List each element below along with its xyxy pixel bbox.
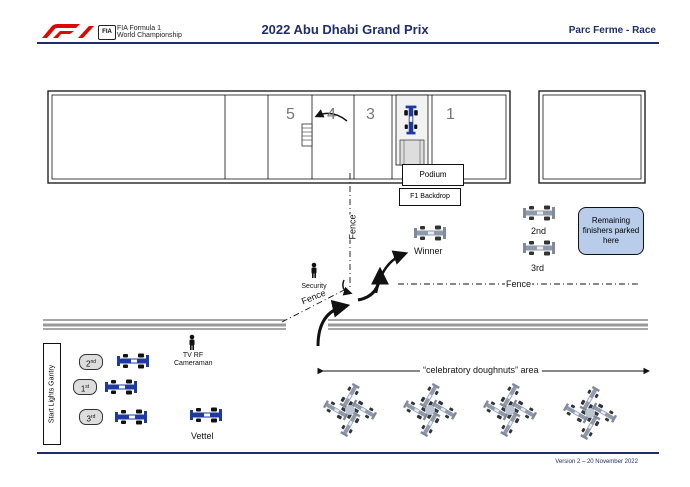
footer-divider bbox=[37, 452, 659, 454]
track-edges bbox=[43, 319, 648, 330]
cameraman-person-icon bbox=[189, 334, 195, 350]
zone3-arrow-icon bbox=[314, 109, 348, 122]
remaining-finishers-box: Remaining finishers parked here bbox=[578, 207, 644, 255]
f1-logo: FIA FIA Formula 1 World Championship bbox=[40, 23, 200, 41]
start-lights-gantry-label: Start Lights Gantry bbox=[48, 364, 56, 424]
security-arrow-icon bbox=[342, 279, 353, 296]
zone-label-3: 3 bbox=[366, 106, 375, 123]
second-car-icon bbox=[523, 205, 555, 221]
podium-box: Podium bbox=[402, 164, 464, 186]
third-car-icon bbox=[523, 240, 555, 256]
winner-label: Winner bbox=[414, 246, 443, 256]
fence-horizontal-label: Fence bbox=[505, 279, 533, 289]
f1-logo-icon bbox=[42, 24, 94, 38]
start-lights-gantry: Start Lights Gantry bbox=[43, 343, 61, 445]
doughnut-cluster-4-icon bbox=[562, 385, 618, 441]
zone-label-4: 4 bbox=[327, 106, 336, 123]
header-divider bbox=[37, 42, 659, 44]
section-label: Parc Ferme - Race bbox=[568, 25, 656, 36]
grid-position-2nd-badge: 2nd bbox=[79, 354, 103, 370]
doughnut-cluster-3-icon bbox=[482, 382, 538, 438]
fence-vertical-label: Fence bbox=[347, 214, 358, 240]
stairs-icon bbox=[301, 123, 313, 147]
f1-backdrop-box: F1 Backdrop bbox=[399, 188, 461, 206]
security-person-icon bbox=[311, 262, 317, 278]
logo-line1: FIA Formula 1 bbox=[117, 25, 161, 32]
second-label: 2nd bbox=[531, 226, 547, 236]
security-label: Security bbox=[301, 283, 327, 290]
doughnut-cluster-2-icon bbox=[402, 382, 458, 438]
cameraman-label: TV RF Cameraman bbox=[174, 352, 213, 367]
doughnut-area-label: “celebratory doughnuts” area bbox=[420, 365, 542, 375]
fia-badge: FIA bbox=[98, 25, 116, 40]
version-label: Version 2 – 20 November 2022 bbox=[555, 459, 638, 465]
grid-car-1st-icon bbox=[105, 379, 137, 395]
vettel-label: Vettel bbox=[191, 431, 214, 441]
entry-arrow-2-icon bbox=[357, 266, 389, 302]
fence-diagonal bbox=[281, 287, 349, 323]
grid-position-3rd-badge: 3rd bbox=[79, 409, 103, 425]
grid-position-1st-badge: 1st bbox=[73, 379, 97, 395]
grid-car-2nd-icon bbox=[117, 353, 149, 369]
zone-label-1: 1 bbox=[446, 106, 455, 123]
entry-arrow-3-icon bbox=[374, 250, 409, 294]
right-building bbox=[538, 90, 646, 184]
logo-line2: World Championship bbox=[117, 32, 182, 39]
winner-car-icon bbox=[414, 225, 446, 241]
vettel-car-icon bbox=[190, 407, 222, 423]
page-title: 2022 Abu Dhabi Grand Prix bbox=[261, 22, 429, 37]
third-label: 3rd bbox=[531, 263, 545, 273]
zone-label-5: 5 bbox=[286, 106, 295, 123]
entry-arrow-1-icon bbox=[316, 299, 351, 347]
remaining-finishers-label: Remaining finishers parked here bbox=[582, 216, 640, 245]
grid-car-3rd-icon bbox=[115, 409, 147, 425]
doughnut-cluster-1-icon bbox=[322, 382, 378, 438]
